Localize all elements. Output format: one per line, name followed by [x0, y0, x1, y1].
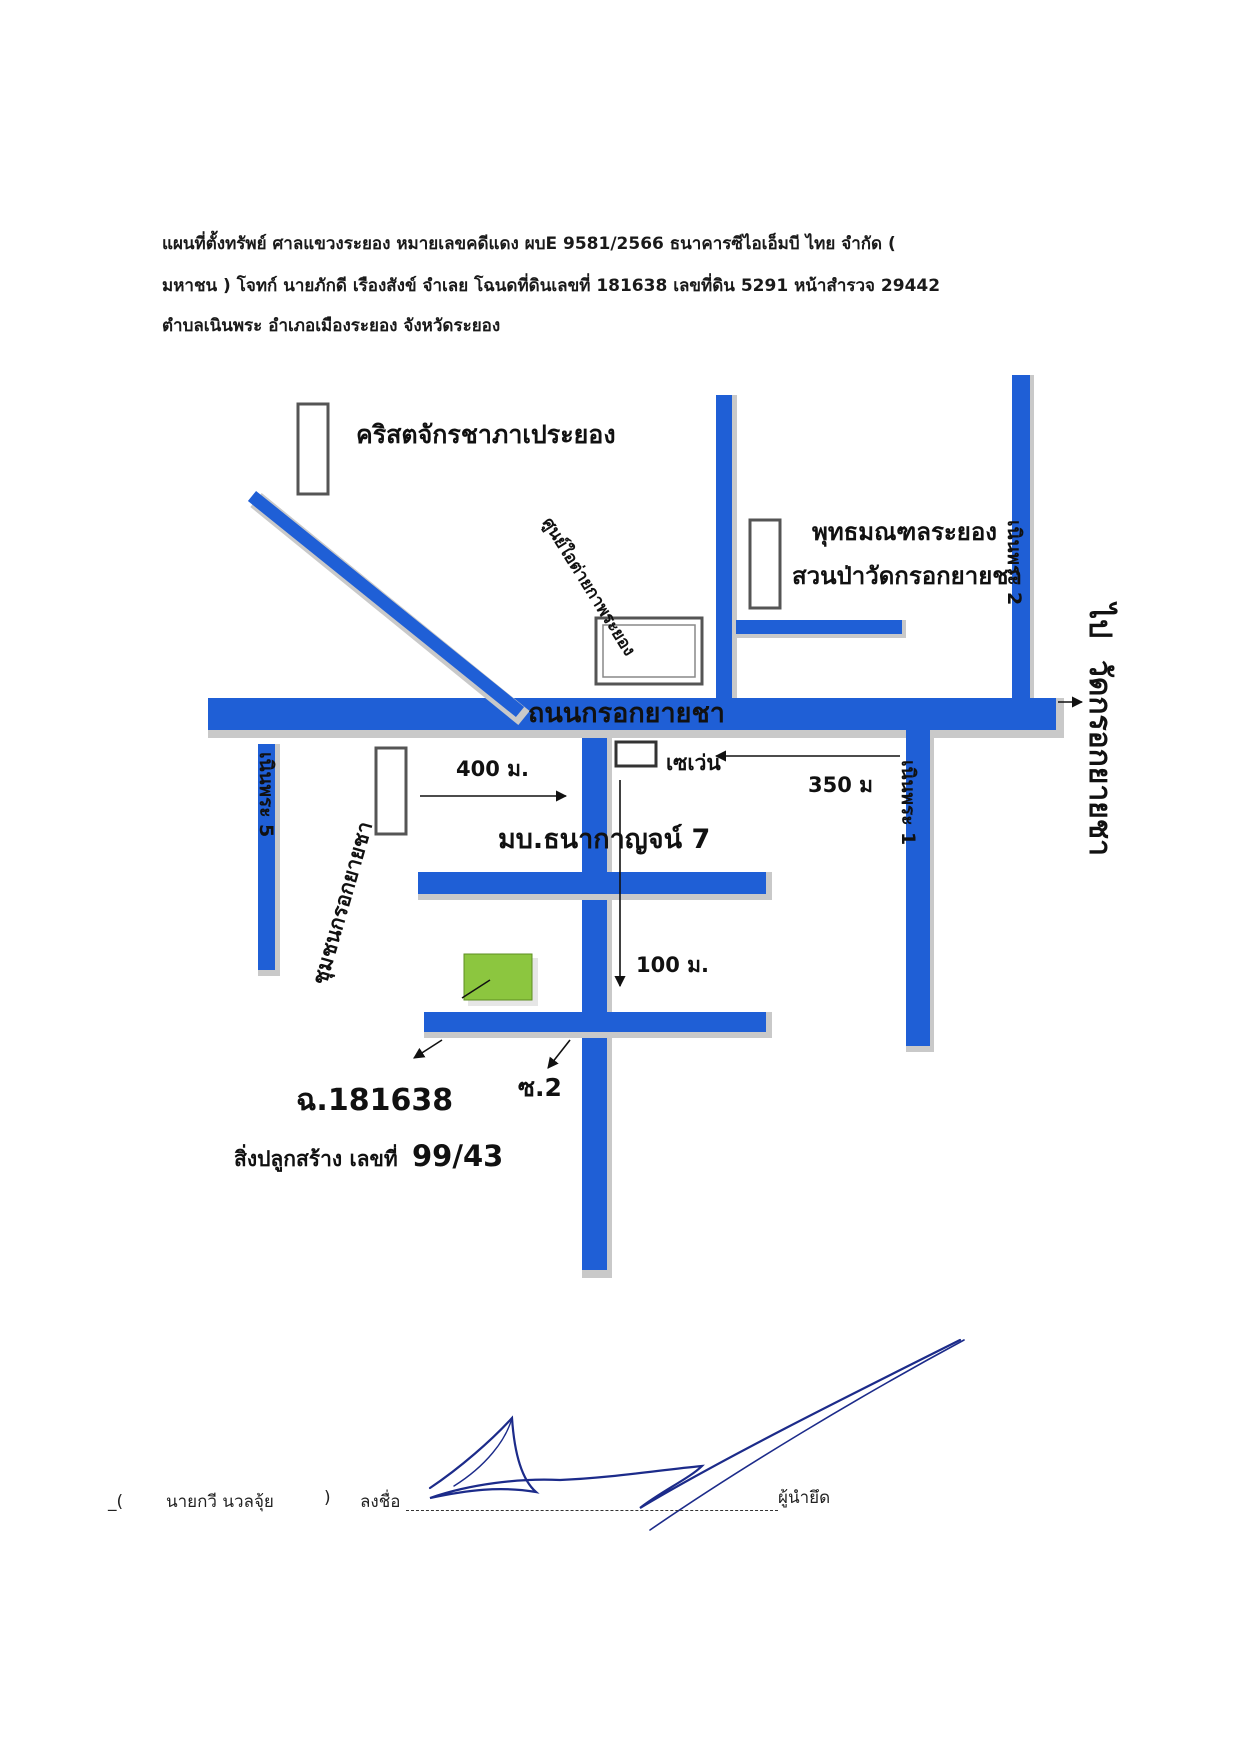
- school-building: [594, 616, 704, 686]
- temple-road: [736, 620, 902, 634]
- noen-phra-1-road: [906, 730, 930, 1046]
- signature-scribble: [428, 1338, 965, 1531]
- noen-phra-5-road: [258, 744, 275, 970]
- arrows: [413, 696, 1084, 1069]
- to-wat-prefix-label: ไป: [1082, 601, 1118, 638]
- village-road-1: [418, 872, 766, 894]
- building-number: 99/43: [412, 1139, 503, 1173]
- header-line-1: แผนที่ตั้งทรัพย์ ศาลแขวงระยอง หมายเลขคดี…: [162, 234, 896, 254]
- building-number-label: สิ่งปลูกสร้าง เลขที่: [234, 1143, 398, 1173]
- noen-phra-2-label: เนินพระ 2: [1003, 520, 1025, 605]
- dist-100-label: 100 ม.: [636, 953, 709, 977]
- signature-close: ): [324, 1488, 331, 1508]
- south-road-center: [582, 738, 607, 1270]
- noen-phra-5-label: เนินพระ 5: [255, 752, 277, 837]
- signature-sign-label: ลงชื่อ: [360, 1492, 401, 1512]
- temple-label-1: พุทธมณฑลระยอง: [812, 518, 997, 548]
- to-wat-name-label: วัดกรอกยายชา: [1082, 660, 1117, 856]
- temple-building: [748, 518, 782, 610]
- signature-open: _(: [108, 1492, 124, 1512]
- main-road-label: ถนนกรอกยายชา: [528, 698, 725, 729]
- soi-2-label: ซ.2: [518, 1073, 562, 1102]
- community-label: ชุมชนกรอกยายชา: [308, 819, 379, 988]
- church-building: [296, 402, 330, 496]
- map-labels: คริสตจักรชาภาเประยอง พุทธมณฑลระยอง สวนป่…: [234, 420, 1118, 1173]
- noen-phra-2-road: [1012, 375, 1030, 698]
- deed-number: ฉ.181638: [296, 1083, 453, 1118]
- header-line-2: มหาชน ) โจทก์ นายภักดี เรืองสังข์ จำเลย …: [162, 276, 941, 296]
- seven-eleven-building: [614, 740, 658, 768]
- temple-label-2: สวนป่าวัดกรอกยายชา: [792, 562, 1022, 590]
- signature-underline: [406, 1510, 778, 1511]
- seven-eleven-label: เซเว่น: [666, 751, 721, 775]
- north-road-center: [716, 395, 732, 698]
- buildings: [296, 402, 782, 1006]
- village-label: มบ.ธนากาญจน์ 7: [498, 823, 710, 855]
- header-line-3: ตำบลเนินพระ อำเภอเมืองระยอง จังหวัดระยอง: [162, 316, 501, 336]
- community-building: [374, 746, 408, 836]
- signature-role: ผู้นำยึด: [778, 1488, 831, 1508]
- school-label: ศูนย์ใอต่ายกาพระยอง: [537, 514, 640, 661]
- soi-2-road: [424, 1012, 766, 1032]
- dist-400-label: 400 ม.: [456, 757, 529, 781]
- church-label: คริสตจักรชาภาเประยอง: [356, 420, 616, 449]
- arrow-soi-2: [547, 1039, 571, 1069]
- dist-350-label: 350 ม: [808, 773, 873, 797]
- arrow-left-road: [413, 1039, 443, 1059]
- roads: [208, 375, 1064, 1278]
- noen-phra-1-label: เนินพระ 1: [897, 760, 919, 845]
- diagonal-road: [247, 490, 525, 718]
- target-parcel: [463, 953, 533, 1001]
- signature-name: นายกวี นวลจุ้ย: [166, 1492, 274, 1512]
